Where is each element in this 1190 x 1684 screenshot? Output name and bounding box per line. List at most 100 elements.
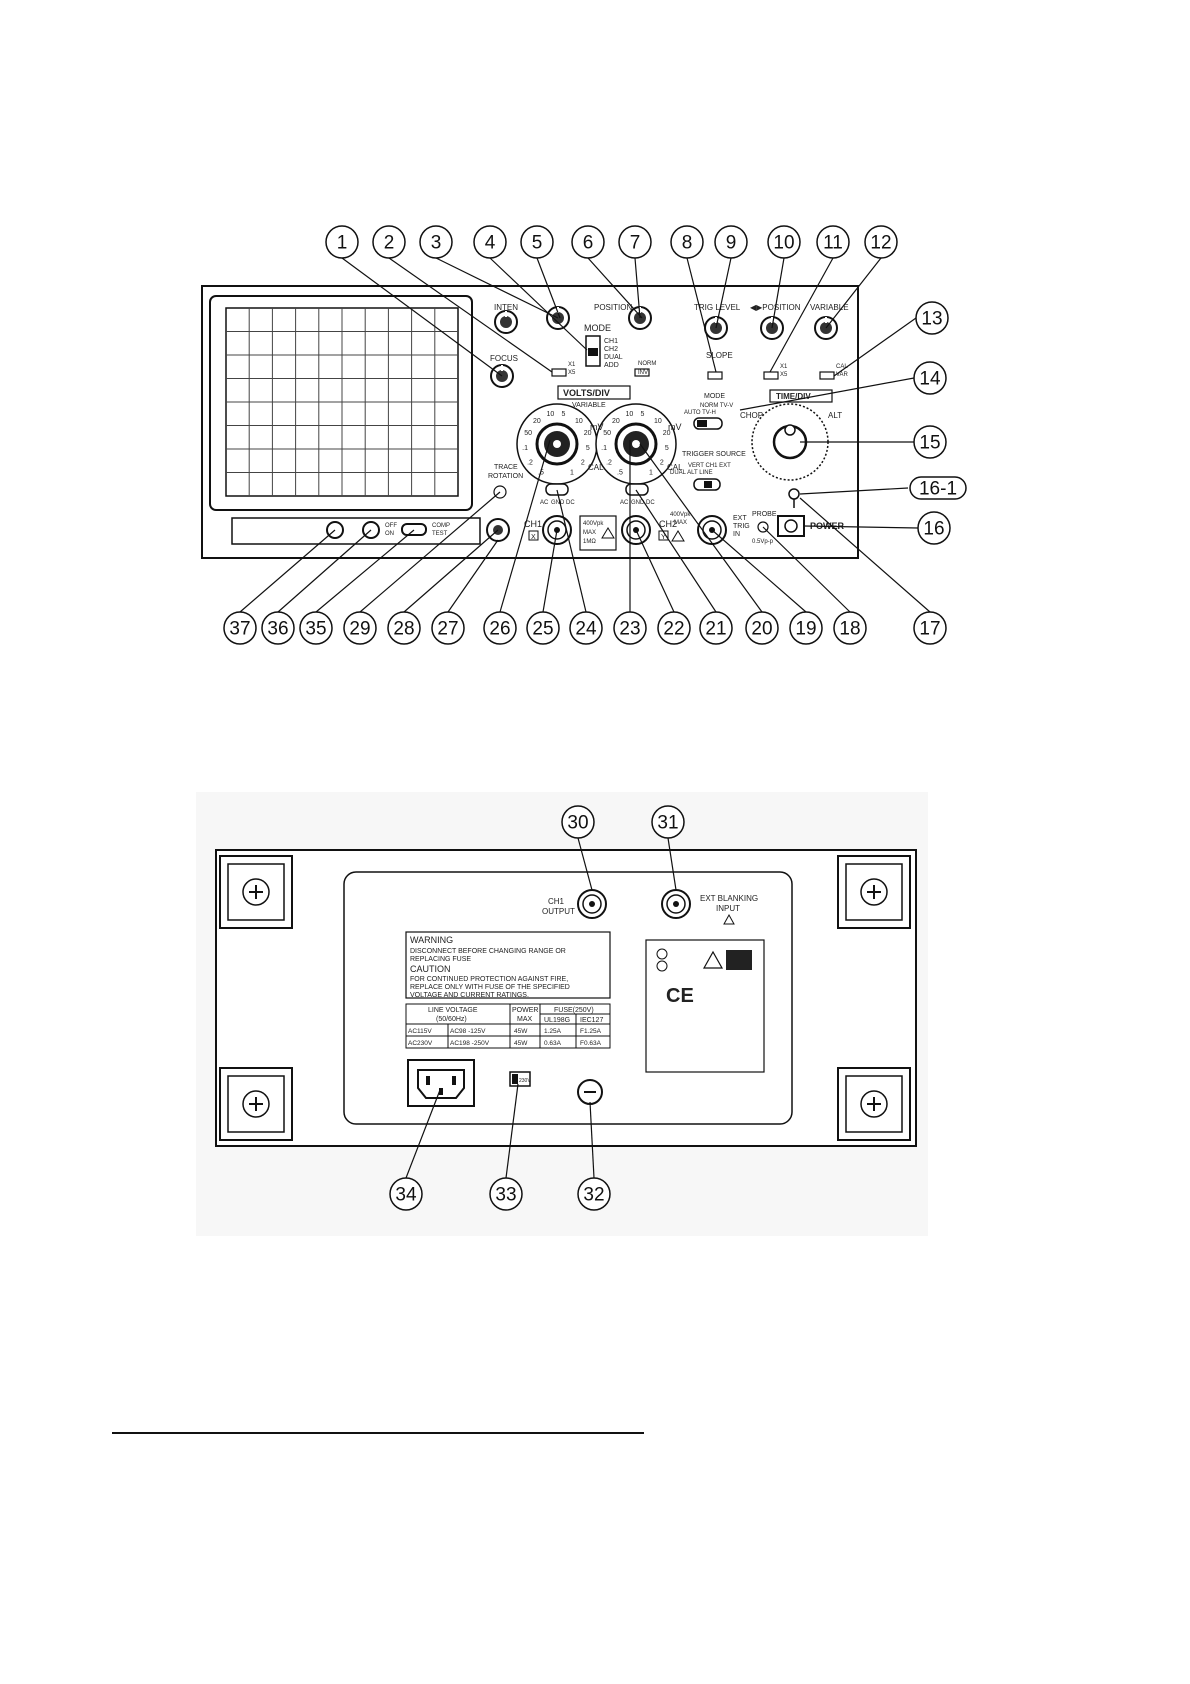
footnote-rule xyxy=(112,1432,644,1434)
rubber-foot-bottom-right xyxy=(837,1067,911,1141)
svg-text:29: 29 xyxy=(349,619,370,640)
sweep-variable-label: VARIABLE xyxy=(810,303,849,312)
rubber-foot-bottom-left xyxy=(219,1067,293,1141)
svg-text:18: 18 xyxy=(839,619,860,640)
svg-text:6: 6 xyxy=(583,233,594,254)
callout-18: 18 xyxy=(833,611,867,645)
ch2-coupling-switch[interactable] xyxy=(625,483,649,496)
vertical-mode-switch[interactable] xyxy=(585,335,601,367)
trig-label: TRIG xyxy=(733,523,750,530)
volts-variable-label: VARIABLE xyxy=(572,402,606,409)
ch2-gnd-label: GND xyxy=(631,500,645,506)
ch1-volts-div-dial[interactable] xyxy=(516,403,598,485)
mode-option-dual: DUAL xyxy=(604,354,623,361)
sweep-x1-label: X1 xyxy=(780,364,788,370)
svg-text:9: 9 xyxy=(726,233,737,254)
ch2-volts-scale-label: 5 xyxy=(665,445,669,452)
ch1-max-label: MAX xyxy=(583,530,596,536)
front-leader-lines xyxy=(239,257,931,613)
svg-text:30: 30 xyxy=(567,813,588,834)
trace-label: TRACE xyxy=(494,464,518,471)
callout-20: 20 xyxy=(745,611,779,645)
svg-text:22: 22 xyxy=(663,619,684,640)
svg-text:20: 20 xyxy=(751,619,772,640)
slope-label: SLOPE xyxy=(706,351,733,360)
svg-text:25: 25 xyxy=(532,619,553,640)
ch1-output-bnc[interactable] xyxy=(577,889,607,919)
callout-11: 11 xyxy=(816,225,850,259)
callout-25: 25 xyxy=(526,611,560,645)
ac-power-inlet[interactable] xyxy=(407,1059,475,1107)
mode-option-add: ADD xyxy=(604,362,619,369)
caution-title: CAUTION xyxy=(410,964,451,974)
comp-test-switch[interactable] xyxy=(401,523,427,536)
svg-text:17: 17 xyxy=(919,619,940,640)
svg-text:4: 4 xyxy=(485,233,496,254)
svg-text:7: 7 xyxy=(630,233,641,254)
time-div-dial[interactable] xyxy=(751,403,829,481)
ch1-dc-label: DC xyxy=(566,500,575,506)
svg-text:12: 12 xyxy=(870,233,891,254)
svg-text:21: 21 xyxy=(705,619,726,640)
trigger-source-options-1: VERT CH1 EXT xyxy=(688,463,731,469)
callout-15: 15 xyxy=(913,425,947,459)
svg-text:24: 24 xyxy=(575,619,597,640)
callout-10: 10 xyxy=(767,225,801,259)
position-label: POSITION xyxy=(594,303,632,312)
intensity-knob[interactable] xyxy=(494,310,518,334)
ch2-volts-scale-label: 5 xyxy=(641,411,645,418)
ext-blanking-bnc[interactable] xyxy=(661,889,691,919)
ch2-volts-div-dial[interactable] xyxy=(595,403,677,485)
ch1-output-label-2: OUTPUT xyxy=(542,907,575,916)
svg-text:3: 3 xyxy=(431,233,442,254)
safety-triangle-icon xyxy=(702,950,724,969)
time-div-label: TIME/DIV xyxy=(776,392,811,401)
ch2-volts-scale-label: 50 xyxy=(603,430,611,437)
trigger-mode-label: MODE xyxy=(704,393,725,400)
ch1-coupling-switch[interactable] xyxy=(545,483,569,496)
front-panel: INTEN FOCUS POSITION MODE CH1 CH2 DUAL A… xyxy=(201,285,859,559)
ch2-invert-button[interactable] xyxy=(634,368,650,377)
ch2-volts-scale-label: .2 xyxy=(606,459,612,466)
warning-label xyxy=(405,931,611,999)
callout-21: 21 xyxy=(699,611,733,645)
ch1-ac-label: AC xyxy=(540,500,549,506)
callout-31: 31 xyxy=(651,805,685,839)
rear-panel: CH1 OUTPUT EXT BLANKING INPUT WARNING DI… xyxy=(196,792,928,1236)
ch1-x5-button[interactable] xyxy=(551,368,567,377)
callout-5: 5 xyxy=(520,225,554,259)
ch2-volts-scale-label: 2 xyxy=(660,459,664,466)
svg-text:14: 14 xyxy=(919,369,941,390)
svg-text:27: 27 xyxy=(437,619,458,640)
ch1-output-label-1: CH1 xyxy=(548,897,565,906)
callout-36: 36 xyxy=(261,611,295,645)
callout-12: 12 xyxy=(864,225,898,259)
warning-triangle-icon xyxy=(671,530,685,542)
callout-17: 17 xyxy=(913,611,947,645)
ch2-volts-scale-label: 20 xyxy=(663,430,671,437)
ch1-1mohm-label: 1MΩ xyxy=(583,539,596,545)
callout-8: 8 xyxy=(670,225,704,259)
component-tester-strip xyxy=(231,517,481,545)
svg-text:35: 35 xyxy=(305,619,326,640)
off-label: OFF xyxy=(385,523,397,529)
callout-32: 32 xyxy=(577,1177,611,1211)
fuse-table-cell: AC98 -125V xyxy=(450,1028,486,1035)
callout-29: 29 xyxy=(343,611,377,645)
fuse-table-cell: 45W xyxy=(514,1028,528,1035)
ch2-label: CH2 xyxy=(659,519,677,529)
ch2-volts-scale-label: .5 xyxy=(617,470,623,477)
ch2-volts-scale-label: 1 xyxy=(649,470,653,477)
ch1-volts-scale-label: 2 xyxy=(581,459,585,466)
ch1-volts-scale-label: 10 xyxy=(546,411,554,418)
ch1-volts-scale-label: 5 xyxy=(562,411,566,418)
callout-33: 33 xyxy=(489,1177,523,1211)
gs-mark-icon xyxy=(726,950,752,970)
callout-9: 9 xyxy=(714,225,748,259)
sweep-cal-button[interactable] xyxy=(819,371,835,380)
callout-4: 4 xyxy=(473,225,507,259)
sweep-magnify-button[interactable] xyxy=(763,371,779,380)
slope-button[interactable] xyxy=(707,371,723,380)
